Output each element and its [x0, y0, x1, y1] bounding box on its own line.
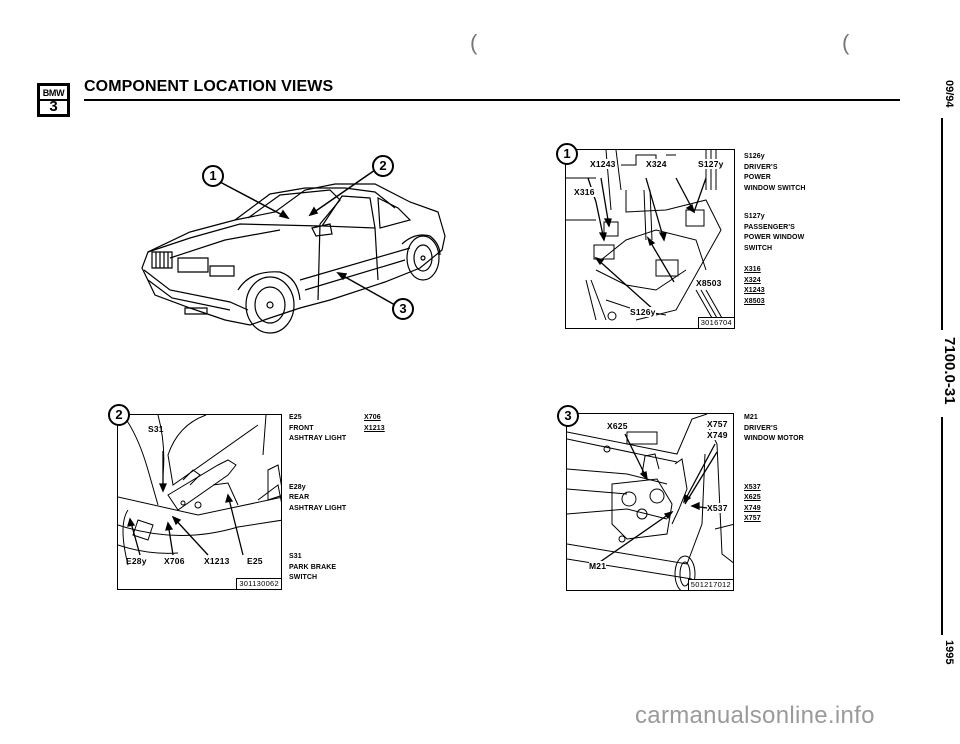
legend-item: E25 FRONT ASHTRAY LIGHT: [289, 413, 379, 445]
legend-desc: WINDOW SWITCH: [744, 184, 806, 192]
label-s31: S31: [148, 424, 164, 434]
legend-desc: PARK BRAKE: [289, 563, 337, 571]
label-s126y: S126y: [630, 307, 656, 317]
bmw-3-series-logo: BMW 3: [37, 83, 70, 117]
model-year: 1995: [943, 640, 955, 665]
connector-x316: X316: [744, 266, 761, 273]
logo-series-number: 3: [49, 98, 58, 115]
connector-x757: X757: [744, 515, 761, 522]
label-x625: X625: [607, 421, 628, 431]
label-x537: X537: [707, 503, 728, 513]
page-title: COMPONENT LOCATION VIEWS: [84, 78, 334, 95]
connector-x324: X324: [744, 276, 761, 284]
legend-item: S31 PARK BRAKE SWITCH: [289, 552, 379, 584]
legend-code: M21: [744, 414, 758, 421]
legend-desc: SWITCH: [289, 574, 318, 581]
legend-desc: REAR: [289, 494, 310, 501]
legend-desc: PASSENGER'S: [744, 223, 795, 231]
label-x757: X757: [707, 419, 728, 429]
parking-brake-drawing: [118, 415, 282, 590]
label-x706: X706: [164, 556, 185, 566]
legend-desc: ASHTRAY LIGHT: [289, 504, 347, 512]
legend-code: S126y: [744, 153, 765, 160]
legend-desc: POWER: [744, 174, 771, 181]
figure-ref-code: 3016704: [697, 317, 734, 328]
panel-2-number: 2: [108, 404, 130, 426]
legend-item: S126y DRIVER'S POWER WINDOW SWITCH: [744, 152, 834, 194]
label-x316: X316: [574, 187, 595, 197]
label-x8503: X8503: [696, 278, 722, 288]
connector-x1243: X1243: [744, 287, 765, 294]
label-x749: X749: [707, 430, 728, 440]
page-code: 7100.0-31: [941, 337, 958, 405]
scan-mark: (: [470, 30, 478, 55]
panel-1-legend: S126y DRIVER'S POWER WINDOW SWITCH S127y…: [744, 152, 834, 307]
panel-1-number: 1: [556, 143, 578, 165]
label-x1213: X1213: [204, 556, 230, 566]
panel-3-door-view: X625 X757 X749 X537 M21 501217012: [566, 413, 734, 591]
label-x324: X324: [646, 159, 667, 169]
panel-2-console-view: S31 E28y X706 X1213 E25 301130062: [117, 414, 282, 590]
connector-x1213: X1213: [364, 424, 385, 432]
connector-x537: X537: [744, 483, 761, 491]
legend-code: E28y: [289, 483, 306, 491]
connector-x706: X706: [364, 414, 381, 421]
panel-1-switches-view: X1243 X324 S127y X316 X8503 S126y 301670…: [565, 149, 735, 329]
panel-3-number: 3: [557, 405, 579, 427]
legend-desc: FRONT: [289, 424, 314, 432]
side-rule-top: [941, 118, 943, 330]
callout-3: 3: [392, 298, 414, 320]
figure-ref-code: 301130062: [236, 578, 281, 589]
label-x1243: X1243: [590, 159, 616, 169]
legend-desc: ASHTRAY LIGHT: [289, 435, 347, 442]
revision-date: 09/94: [943, 80, 955, 108]
legend-desc: WINDOW MOTOR: [744, 435, 804, 442]
legend-item: S127y PASSENGER'S POWER WINDOW SWITCH: [744, 212, 834, 254]
switch-console-drawing: [566, 150, 735, 329]
legend-code: S127y: [744, 213, 765, 220]
title-underline: [84, 99, 900, 101]
label-e28y: E28y: [126, 556, 147, 566]
callout-1: 1: [202, 165, 224, 187]
connector-x625: X625: [744, 494, 761, 501]
logo-brand-text: BMW: [40, 87, 67, 101]
watermark: carmanualsonline.info: [635, 702, 875, 729]
panel-2-connectors: X706 X1213: [364, 413, 385, 434]
label-s127y: S127y: [698, 159, 724, 169]
legend-item: M21 DRIVER'S WINDOW MOTOR: [744, 413, 834, 445]
legend-desc: SWITCH: [744, 244, 773, 252]
connector-x8503: X8503: [744, 297, 765, 305]
figure-ref-code: 501217012: [687, 579, 733, 590]
side-rule-bottom: [941, 417, 943, 635]
legend-desc: DRIVER'S: [744, 163, 778, 171]
legend-desc: DRIVER'S: [744, 424, 778, 432]
label-e25: E25: [247, 556, 263, 566]
car-overview-illustration: 1 2 3: [130, 140, 450, 360]
car-drawing: [130, 140, 450, 360]
scan-mark: (: [842, 30, 850, 55]
connector-x749: X749: [744, 504, 761, 512]
legend-desc: POWER WINDOW: [744, 234, 805, 241]
legend-item: E28y REAR ASHTRAY LIGHT: [289, 483, 379, 515]
label-m21: M21: [589, 561, 607, 571]
legend-code: S31: [289, 553, 302, 560]
callout-2: 2: [372, 155, 394, 177]
panel-3-legend: M21 DRIVER'S WINDOW MOTOR X537 X625 X749…: [744, 413, 834, 525]
legend-code: E25: [289, 414, 302, 421]
panel-2-legend: E25 FRONT ASHTRAY LIGHT E28y REAR ASHTRA…: [289, 413, 379, 584]
